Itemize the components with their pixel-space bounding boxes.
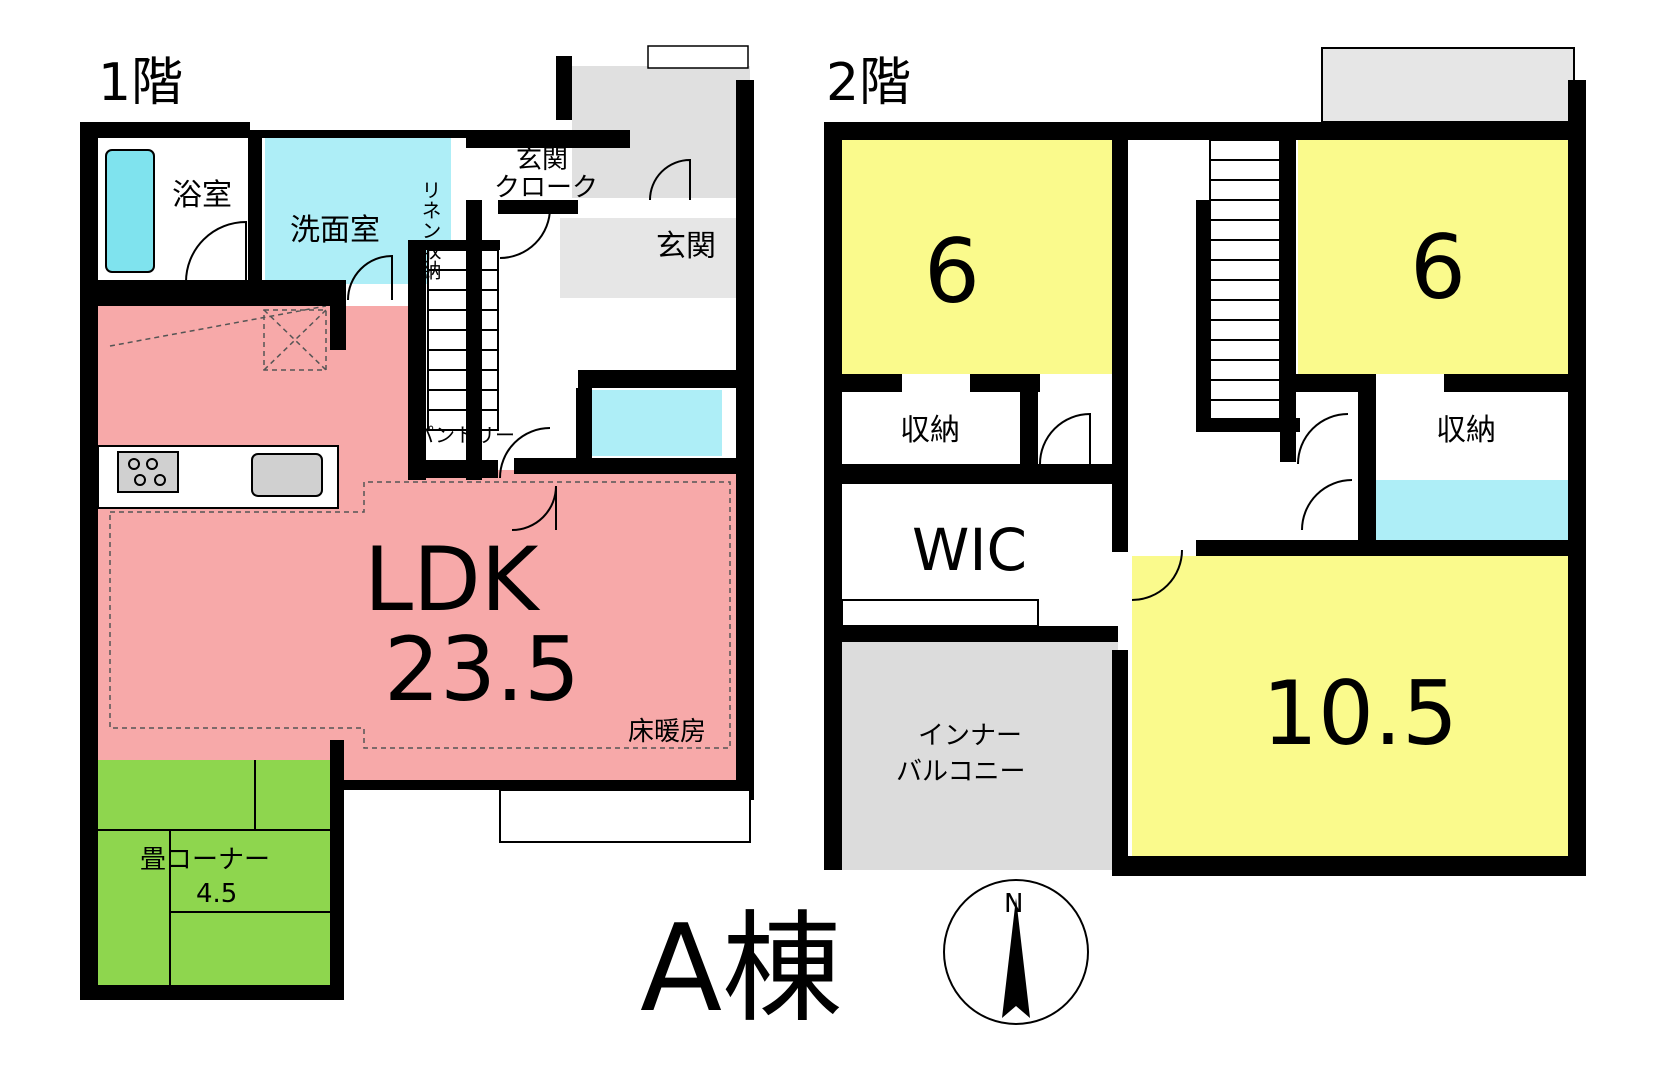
north-arrow-icon bbox=[1002, 898, 1030, 1018]
entrance-floor bbox=[560, 218, 740, 298]
inner-balcony-label-1: インナー bbox=[918, 721, 1022, 751]
tatami-lines bbox=[98, 760, 330, 985]
storage-right-fill bbox=[1376, 396, 1568, 464]
linen-storage-label: リネン収納 bbox=[418, 180, 442, 280]
floor-heating-label: 床暖房 bbox=[628, 717, 706, 747]
bedroom-right-fill bbox=[1298, 140, 1568, 374]
entrance-label: 玄関 bbox=[656, 229, 716, 264]
bedroom-main-size: 10.5 bbox=[1262, 662, 1458, 765]
bedroom-right-size: 6 bbox=[1410, 216, 1466, 319]
storage-left-label: 収納 bbox=[900, 413, 960, 448]
entrance-cloak-label-1: 玄関 bbox=[516, 145, 568, 175]
washroom-label: 洗面室 bbox=[290, 213, 380, 248]
entrance-cloak-label-2: クローク bbox=[494, 173, 598, 203]
tatami-fill bbox=[98, 760, 330, 985]
door-swings-1f bbox=[185, 158, 691, 531]
porch-step bbox=[647, 45, 749, 69]
building-title: A棟 bbox=[640, 900, 842, 1039]
toilet-2-fill bbox=[1376, 480, 1568, 544]
stair-void bbox=[109, 305, 327, 371]
floor-1-plan: 1階 浴室 洗面室 リネン収納 玄関 クローク 玄関 パントリー LDK 23.… bbox=[80, 45, 754, 1000]
wic-label: WIC bbox=[912, 516, 1027, 584]
bath-label: 浴室 bbox=[172, 178, 232, 213]
wic-shelf bbox=[841, 599, 1039, 627]
tatami-size: 4.5 bbox=[196, 879, 237, 909]
floor-2-label: 2階 bbox=[826, 53, 911, 113]
door-swings-2f bbox=[1039, 412, 1353, 601]
inner-balcony-fill bbox=[842, 640, 1118, 870]
compass-label: N bbox=[1004, 889, 1023, 919]
stove bbox=[117, 451, 179, 493]
floor-heating-area bbox=[109, 481, 731, 749]
bedroom-main-fill bbox=[1132, 556, 1568, 856]
balcony-2f bbox=[1321, 47, 1575, 123]
walls-2f bbox=[824, 80, 1586, 876]
inner-balcony-label-2: バルコニー bbox=[896, 757, 1025, 787]
bedroom-left-size: 6 bbox=[924, 220, 980, 323]
bathtub bbox=[105, 149, 155, 273]
pantry-label: パントリー bbox=[414, 423, 515, 447]
bay-window bbox=[499, 789, 751, 843]
floor-2-plan: 2階 6 6 収納 収納 WIC インナー バルコニー 10.5 bbox=[824, 47, 1586, 876]
storage-right-label: 収納 bbox=[1436, 413, 1496, 448]
sink bbox=[251, 453, 323, 497]
compass: N bbox=[943, 879, 1089, 1025]
tatami-label: 畳コーナー bbox=[140, 845, 270, 875]
ldk-size: 23.5 bbox=[384, 618, 580, 721]
walls-1f bbox=[80, 56, 754, 1000]
bedroom-left-fill bbox=[842, 140, 1112, 374]
toilet-1-fill bbox=[592, 390, 722, 456]
floor-1-label: 1階 bbox=[98, 53, 183, 113]
ldk-label: LDK bbox=[364, 528, 541, 631]
storage-left-fill bbox=[842, 396, 1018, 464]
